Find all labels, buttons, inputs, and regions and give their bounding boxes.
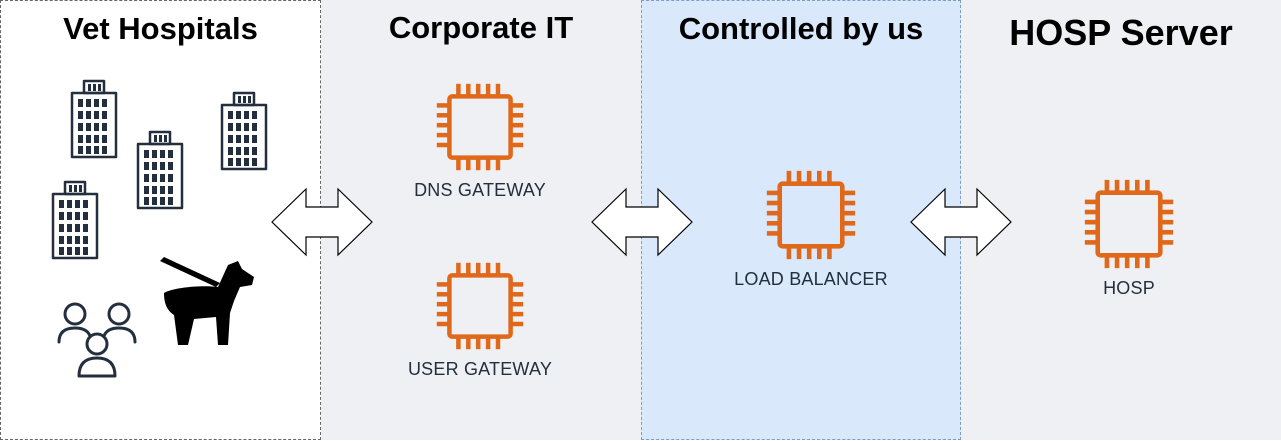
double-headed-arrow-icon xyxy=(909,185,1013,259)
compute-instance-icon xyxy=(435,82,525,172)
node-label-load-balancer: LOAD BALANCER xyxy=(734,269,888,289)
compute-instance-icon xyxy=(435,261,525,351)
compute-instance-icon xyxy=(765,169,857,261)
node-label-dns-gateway: DNS GATEWAY xyxy=(414,180,546,200)
dog-on-leash-icon xyxy=(160,257,254,345)
node-label-user-gateway: USER GATEWAY xyxy=(407,359,553,379)
node-load-balancer: LOAD BALANCER xyxy=(711,169,911,290)
double-headed-arrow-icon xyxy=(590,185,694,259)
zone-corporate-it: Corporate IT xyxy=(321,0,641,440)
node-label-hosp: HOSP xyxy=(1103,278,1155,298)
users-group-icon xyxy=(57,302,137,378)
office-building-icon xyxy=(50,180,100,260)
double-headed-arrow-icon xyxy=(270,185,374,259)
zone-hosp-server: HOSP Server xyxy=(961,0,1281,440)
office-building-icon xyxy=(69,79,119,159)
zone-title-corporate-it: Corporate IT xyxy=(388,10,574,45)
zone-title-controlled-by-us: Controlled by us xyxy=(678,11,924,46)
node-user-gateway: USER GATEWAY xyxy=(380,261,580,380)
node-dns-gateway: DNS GATEWAY xyxy=(380,82,580,201)
office-building-icon xyxy=(219,91,269,171)
compute-instance-icon xyxy=(1083,178,1175,270)
zone-title-hosp-server: HOSP Server xyxy=(1009,12,1233,53)
node-hosp: HOSP xyxy=(1029,178,1229,299)
zone-title-vet-hospitals: Vet Hospitals xyxy=(63,11,258,46)
office-building-icon xyxy=(135,130,185,210)
